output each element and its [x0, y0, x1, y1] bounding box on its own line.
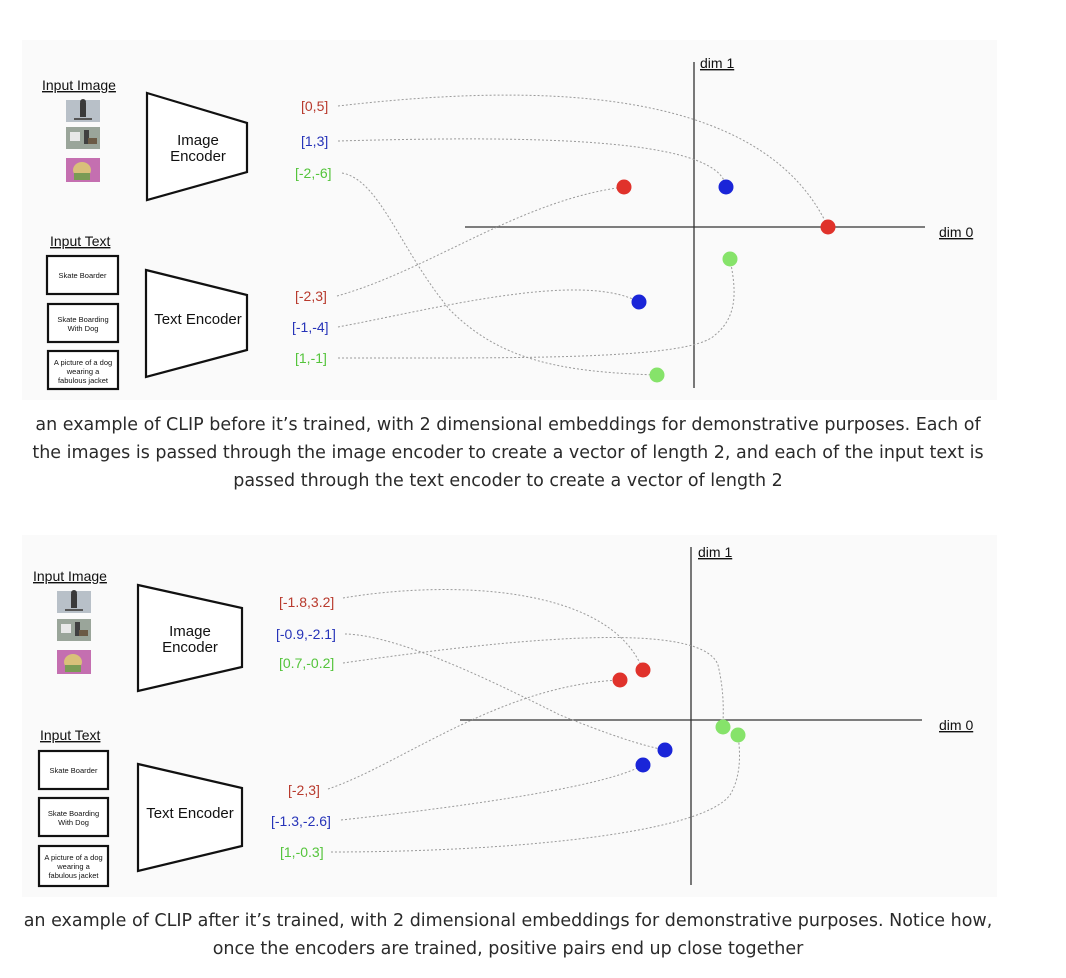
vector-label-text-1: [-2,3]	[295, 288, 327, 304]
text-box-3: A picture of a dog wearing a fabulous ja…	[46, 349, 120, 391]
point-text-red	[612, 672, 628, 688]
text-box-1: Skate Boarder	[37, 749, 110, 791]
dog-jacket-photo-icon	[66, 158, 100, 182]
text-box-2-line-1: Skate Boarding	[57, 315, 108, 324]
point-image-red	[635, 662, 651, 678]
text-box-3-line-3: fabulous jacket	[48, 871, 99, 880]
point-text-green	[722, 251, 738, 267]
connector-image-3	[342, 637, 724, 728]
input-image-label: Input Image	[33, 568, 107, 584]
text-box-1: Skate Boarder	[45, 254, 120, 296]
text-box-3-line-1: A picture of a dog	[54, 358, 112, 367]
input-image-label: Input Image	[42, 77, 116, 93]
point-image-green	[649, 367, 665, 383]
point-image-blue	[657, 742, 673, 758]
caption-after: an example of CLIP after it’s trained, w…	[23, 911, 993, 959]
text-box-1-line-1: Skate Boarder	[50, 766, 98, 775]
text-box-2: Skate Boarding With Dog	[37, 796, 110, 838]
axis-dim-0-label: dim 0	[939, 224, 973, 240]
connectors	[327, 589, 741, 853]
connectors	[336, 94, 829, 376]
image-encoder-shape	[136, 583, 244, 693]
text-box-3-line-2: wearing a	[66, 367, 100, 376]
text-box-1-line-1: Skate Boarder	[59, 271, 107, 280]
vector-label-image-2: [-0.9,-2.1]	[276, 626, 336, 642]
connector-text-3	[337, 258, 735, 359]
vector-label-text-2: [-1.3,-2.6]	[271, 813, 331, 829]
text-encoder-label: Text Encoder	[154, 311, 242, 328]
text-encoder-label: Text Encoder	[146, 805, 234, 822]
dog-jacket-photo-icon	[57, 650, 91, 674]
point-image-red	[820, 219, 836, 235]
point-image-blue	[718, 179, 734, 195]
point-text-blue	[631, 294, 647, 310]
vector-label-text-1: [-2,3]	[288, 782, 320, 798]
text-box-3: A picture of a dog wearing a fabulous ja…	[37, 844, 110, 888]
input-text-label: Input Text	[40, 727, 101, 743]
text-box-3-line-1: A picture of a dog	[44, 853, 102, 862]
text-encoder-shape	[144, 268, 249, 379]
point-text-red	[616, 179, 632, 195]
connector-image-1	[342, 589, 644, 671]
image-encoder-shape	[145, 91, 249, 202]
vector-label-image-3: [0.7,-0.2]	[279, 655, 334, 671]
diagram-after: Input Image Image Encoder Input Text Ska…	[22, 535, 997, 897]
connector-text-2	[337, 289, 640, 328]
text-box-3-line-3: fabulous jacket	[58, 376, 109, 385]
axis-dim-1-label: dim 1	[698, 544, 732, 560]
connector-text-1	[327, 679, 621, 790]
figure-before: Input Image Image Encoder Input Text Ska…	[0, 40, 1000, 400]
axis-dim-1-label: dim 1	[700, 55, 734, 71]
skateboard-dog-photo-icon	[57, 619, 91, 641]
connector-image-1	[337, 94, 829, 228]
figure-after: Input Image Image Encoder Input Text Ska…	[0, 535, 1000, 897]
text-box-2: Skate Boarding With Dog	[46, 302, 120, 344]
image-encoder-label-2: Encoder	[162, 639, 218, 656]
connector-text-3	[330, 734, 741, 853]
text-box-2-line-1: Skate Boarding	[48, 809, 99, 818]
skateboarder-photo-icon	[66, 99, 100, 122]
point-text-blue	[635, 757, 651, 773]
image-encoder-label-2: Encoder	[170, 148, 226, 165]
input-text-label: Input Text	[50, 233, 111, 249]
vector-label-text-3: [1,-1]	[295, 350, 327, 366]
image-encoder-label-1: Image	[169, 623, 211, 640]
connector-image-2	[344, 633, 666, 751]
text-box-3-line-2: wearing a	[56, 862, 90, 871]
axis-dim-0-label: dim 0	[939, 717, 973, 733]
caption-before: an example of CLIP before it’s trained, …	[32, 415, 984, 491]
point-text-green	[730, 727, 746, 743]
vector-label-text-3: [1,-0.3]	[280, 844, 324, 860]
text-box-2-line-2: With Dog	[58, 818, 89, 827]
vector-label-image-3: [-2,-6]	[295, 165, 332, 181]
point-image-green	[715, 719, 731, 735]
vector-label-image-1: [-1.8,3.2]	[279, 594, 334, 610]
vector-label-image-2: [1,3]	[301, 133, 328, 149]
skateboard-dog-photo-icon	[66, 127, 100, 149]
skateboarder-photo-icon	[57, 590, 91, 613]
connector-text-2	[340, 764, 644, 821]
text-box-2-line-2: With Dog	[68, 324, 99, 333]
vector-label-image-1: [0,5]	[301, 98, 328, 114]
text-encoder-shape	[136, 762, 244, 873]
connector-image-3	[341, 172, 658, 376]
vector-label-text-2: [-1,-4]	[292, 319, 329, 335]
diagram-before: Input Image Image Encoder Input Text Ska…	[22, 40, 997, 400]
image-encoder-label-1: Image	[177, 132, 219, 149]
